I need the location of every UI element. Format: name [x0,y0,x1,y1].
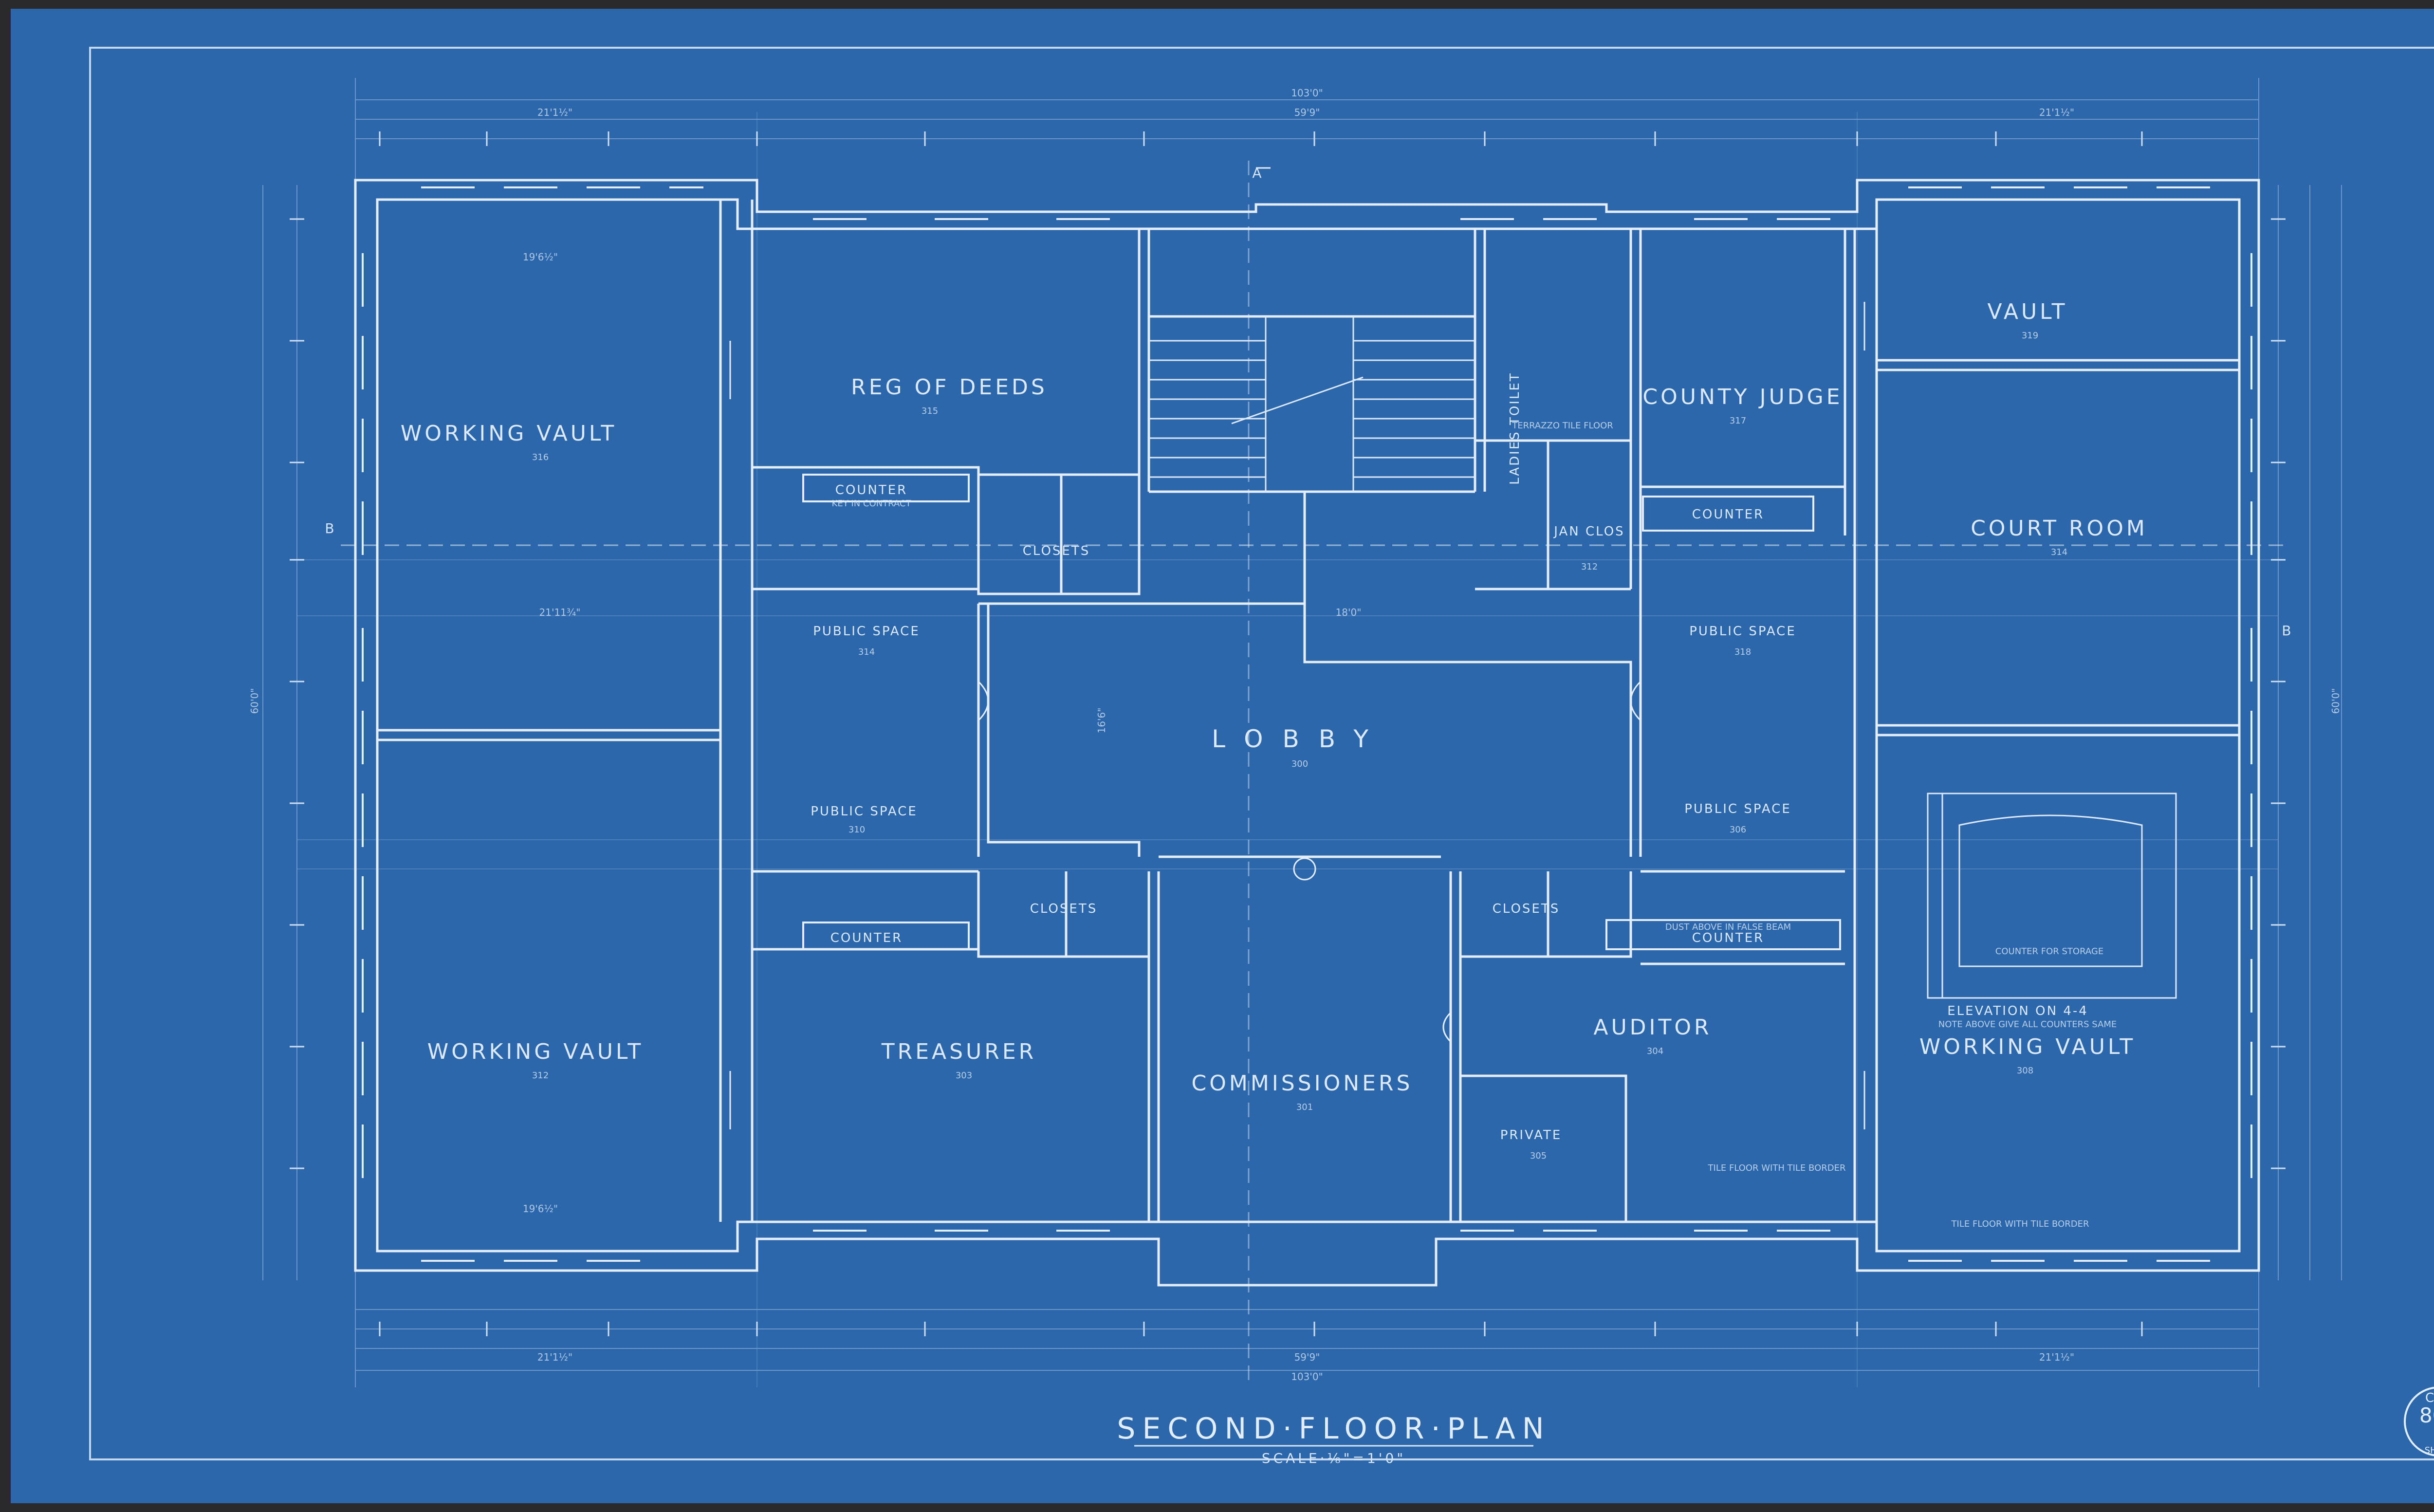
elevation-label: ELEVATION ON 4-4 [1947,1004,2088,1018]
room-vault-ne: VAULT [1988,299,2068,324]
room-county-judge: COUNTY JUDGE [1642,385,1843,409]
room-public-space-318: PUBLIC SPACE [1689,624,1796,639]
sheet-seal: CDB 801 3 SHEET [2404,1386,2434,1457]
room-number-306: 306 [1730,825,1746,835]
room-number-300: 300 [1291,759,1308,769]
drawing-scale: SCALE·⅛"=1'0" [1262,1450,1406,1466]
counter-note-reg-deeds: KEY IN CONTRACT [832,498,912,509]
dim-top-mid: 59'9" [1294,107,1320,118]
room-number-305: 305 [1530,1151,1547,1161]
elevation-note: NOTE ABOVE GIVE ALL COUNTERS SAME [1938,1019,2117,1030]
elevation-detail [1927,793,2177,999]
room-closets-sw: CLOSETS [1030,902,1098,916]
counter-label-treasurer: COUNTER [830,931,903,945]
section-mark-left: B [325,520,337,536]
interior-walls [377,200,2239,1222]
room-number-312-jan: 312 [1581,562,1598,572]
counter-labels: COUNTER KEY IN CONTRACT COUNTER COUNTER … [830,483,1791,945]
room-working-vault-se: WORKING VAULT [1919,1034,2136,1059]
counters [802,474,1841,950]
section-marker-lines [341,161,2288,1387]
room-treasurer: TREASURER [881,1039,1036,1064]
counter-note-auditor: DUST ABOVE IN FALSE BEAM [1665,922,1791,932]
room-court-room: COURT ROOM [1971,516,2148,541]
room-closets-n: CLOSETS [1023,544,1090,558]
dim-overall-bottom: 103'0" [1291,1371,1323,1383]
sheet-word: SHEET [2425,1445,2434,1456]
blueprint-sheet [11,9,2434,1503]
elevation-counter-note: COUNTER FOR STORAGE [1995,946,2103,957]
dim-top-left: 21'1½" [537,107,572,118]
drawing-title: SECOND·FLOOR·PLAN [1117,1412,1550,1446]
dim-vault-w2: 21'11¾" [539,607,581,618]
tile-floor-note: TILE FLOOR WITH TILE BORDER [1708,1163,1846,1173]
room-lobby: LOBBY [1212,725,1388,753]
dim-vault-w3: 19'6½" [523,1203,558,1215]
section-mark-top: A [1252,165,1264,181]
room-public-space-306: PUBLIC SPACE [1684,802,1791,816]
stair [1149,316,1475,492]
windows [362,186,2252,1262]
dim-bot-left: 21'1½" [537,1351,572,1363]
section-mark-right: B [2282,623,2294,639]
room-labels: WORKING VAULT 316 REG OF DEEDS 315 LADIE… [401,299,2148,1161]
dim-right-side: 60'0" [2330,688,2342,714]
room-number-310: 310 [848,825,865,835]
room-private: PRIVATE [1500,1128,1562,1143]
room-public-space-314: PUBLIC SPACE [813,624,920,639]
title-block: SECOND·FLOOR·PLAN SCALE·⅛"=1'0" [1117,1412,1550,1466]
dim-bot-mid: 59'9" [1294,1351,1320,1363]
room-number-308: 308 [2017,1066,2033,1076]
room-commissioners: COMMISSIONERS [1192,1071,1413,1096]
dim-bot-right: 21'1½" [2039,1351,2074,1363]
tile-floor-note-2: TILE FLOOR WITH TILE BORDER [1951,1219,2089,1229]
counter-label-reg-deeds: COUNTER [835,483,907,498]
sheet-code: CDB [2425,1391,2434,1405]
room-number-315: 315 [922,406,938,416]
section-marks: B B A [325,165,2294,639]
counter-label-county-judge: COUNTER [1692,507,1764,522]
room-auditor: AUDITOR [1593,1015,1712,1040]
room-number-301: 301 [1296,1102,1313,1112]
dim-lobby-w: 18'0" [1336,607,1362,618]
room-ladies-toilet: LADIES TOILET [1508,372,1522,485]
room-number-316: 316 [532,452,549,462]
room-number-312: 312 [532,1070,549,1081]
dim-vault-w1: 19'6½" [523,251,558,263]
dimension-labels: 103'0" 103'0" 21'1½" 59'9" 21'1½" 21'1½"… [249,87,2342,1383]
dimension-lines [262,78,2342,1387]
sheet-border [89,47,2434,1460]
toilet-note: TERRAZZO TILE FLOOR [1512,421,1613,431]
dim-left-side: 60'0" [249,688,260,714]
room-working-vault-nw: WORKING VAULT [401,421,617,446]
room-number-317: 317 [1730,416,1746,426]
elevation-labels: ELEVATION ON 4-4 NOTE ABOVE GIVE ALL COU… [1512,421,2117,1229]
doors [729,302,1865,1129]
room-number-318: 318 [1734,647,1751,657]
room-closets-se: CLOSETS [1493,902,1560,916]
room-number-314-court: 314 [2051,547,2067,557]
dim-overall-top: 103'0" [1291,87,1323,99]
room-number-319: 319 [2022,331,2038,341]
dim-lobby-h: 16'6" [1096,708,1107,734]
room-working-vault-sw: WORKING VAULT [427,1039,644,1064]
dim-top-right: 21'1½" [2039,107,2074,118]
counter-label-auditor: COUNTER [1692,931,1764,945]
room-number-304: 304 [1647,1046,1663,1056]
room-number-303: 303 [956,1070,972,1081]
room-public-space-310: PUBLIC SPACE [811,804,918,819]
room-jan-clos: JAN CLOS [1553,524,1624,539]
sheet-number: 801 [2419,1403,2434,1427]
dimension-ticks [290,131,2286,1336]
room-number-314: 314 [858,647,875,657]
room-reg-of-deeds: REG OF DEEDS [851,375,1048,400]
